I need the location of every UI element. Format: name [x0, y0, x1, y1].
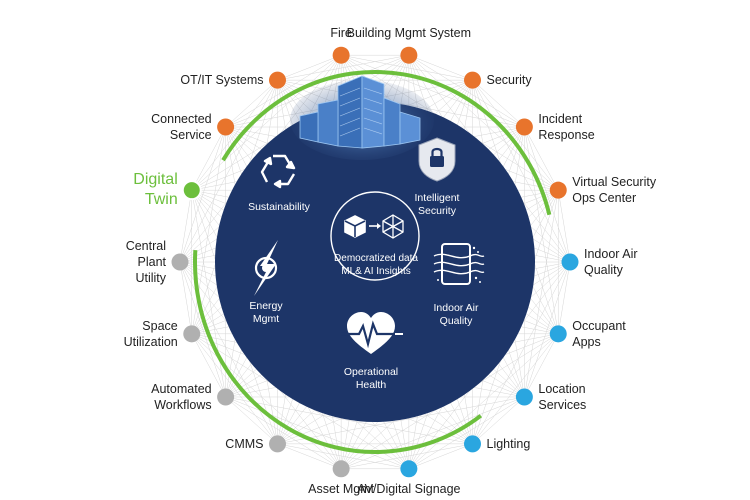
- cube-transform-icon: [330, 191, 420, 281]
- ring-node: [183, 325, 201, 343]
- mesh-line: [225, 54, 342, 128]
- ring-node: [217, 118, 235, 136]
- outer-label: Automated Workflows: [151, 381, 212, 412]
- ring-node: [269, 435, 286, 453]
- ring-node: [400, 46, 418, 64]
- mesh-line: [277, 443, 342, 470]
- heart-pulse-icon: [341, 312, 403, 354]
- outer-label: Security: [486, 73, 532, 88]
- outer-label: Asset Mgmt: [308, 481, 375, 496]
- outer-label: Incident Response: [538, 112, 595, 142]
- mesh-line: [225, 79, 278, 128]
- outer-label: Digital Twin: [133, 171, 178, 209]
- mesh-line: [191, 333, 278, 445]
- mesh-line: [225, 396, 342, 470]
- mesh-line: [191, 333, 226, 398]
- outer-label: Connected Service: [151, 112, 212, 142]
- outer-label: Central Plant Utility: [125, 239, 166, 285]
- outer-label: OT/IT Systems: [180, 73, 264, 88]
- mesh-line: [179, 80, 278, 263]
- green-arc-bottom: [193, 249, 483, 454]
- mesh-line: [408, 54, 473, 81]
- outer-label: CMMS: [225, 436, 264, 451]
- mesh-line: [191, 55, 342, 191]
- ring-node: [181, 180, 202, 201]
- mesh-line: [179, 126, 226, 263]
- mesh-line: [472, 396, 525, 445]
- center-label: Democratized data ML& AI Insights: [334, 253, 418, 277]
- ring-node: [515, 118, 533, 136]
- mesh-line: [524, 190, 559, 398]
- ring-node: [549, 181, 567, 199]
- building-icon: [290, 75, 434, 160]
- mesh-line: [179, 190, 193, 263]
- center-disc: [215, 102, 535, 422]
- inner-label-sustainability: Sustainability: [248, 201, 310, 213]
- mesh-line: [225, 396, 278, 445]
- ring-node: [549, 325, 567, 343]
- outer-label: AV/Digital Signage: [357, 481, 461, 496]
- mesh-line: [341, 54, 473, 81]
- mesh-line: [472, 261, 571, 444]
- ring-node: [464, 435, 481, 453]
- shield-lock-icon: [418, 137, 456, 182]
- inner-label-operational-health: Operational Health: [343, 366, 399, 391]
- mesh-line: [341, 396, 525, 470]
- mesh-line: [277, 443, 409, 470]
- recycle-icon: [260, 154, 296, 189]
- outer-label: Fire: [330, 26, 352, 41]
- ring-node: [464, 71, 481, 89]
- mesh-line: [524, 333, 559, 398]
- inner-label-energy-mgmt: Energy Mgmt: [249, 300, 283, 325]
- ring-node: [332, 460, 350, 478]
- outer-label: Building Mgmt System: [346, 26, 472, 41]
- outer-label: Lighting: [486, 436, 531, 451]
- green-ring-arcs: [193, 70, 552, 454]
- energy-bolt-icon: [254, 240, 278, 296]
- mesh-line: [225, 396, 473, 445]
- mesh-line: [557, 190, 571, 263]
- outer-label: Occupant Apps: [572, 318, 626, 349]
- mesh-line: [191, 79, 278, 191]
- ring-node: [217, 388, 235, 406]
- mesh-line: [408, 443, 473, 470]
- outer-label: Virtual Security Ops Center: [572, 175, 657, 206]
- mesh-line: [277, 54, 342, 81]
- mesh-line: [191, 126, 226, 191]
- ring-node: [400, 460, 418, 478]
- outer-label: Location Services: [538, 381, 587, 412]
- ring-node: [269, 71, 286, 89]
- mesh-line: [179, 261, 193, 334]
- mesh-line: [225, 396, 409, 470]
- mesh-line: [472, 79, 525, 128]
- ring-node: [515, 388, 533, 406]
- mesh-line: [472, 80, 571, 263]
- ring-node: [332, 46, 350, 64]
- mesh-line: [179, 261, 226, 398]
- mesh-line: [341, 54, 525, 128]
- inner-label-intelligent-security: Intelligent Security: [414, 192, 460, 217]
- ring-node: [171, 253, 189, 271]
- mesh-line: [408, 333, 559, 469]
- green-arc-top: [221, 70, 552, 216]
- outer-label: Space Utilization: [123, 318, 178, 349]
- outer-label: Indoor Air Quality: [584, 247, 638, 277]
- ring-node: [561, 253, 579, 271]
- mesh-line: [524, 126, 559, 191]
- ring-nodes: [171, 46, 579, 478]
- inner-label-indoor-air-quality: Indoor Air Quality: [433, 302, 479, 327]
- air-quality-icon: [433, 243, 485, 285]
- mesh-line: [557, 261, 571, 334]
